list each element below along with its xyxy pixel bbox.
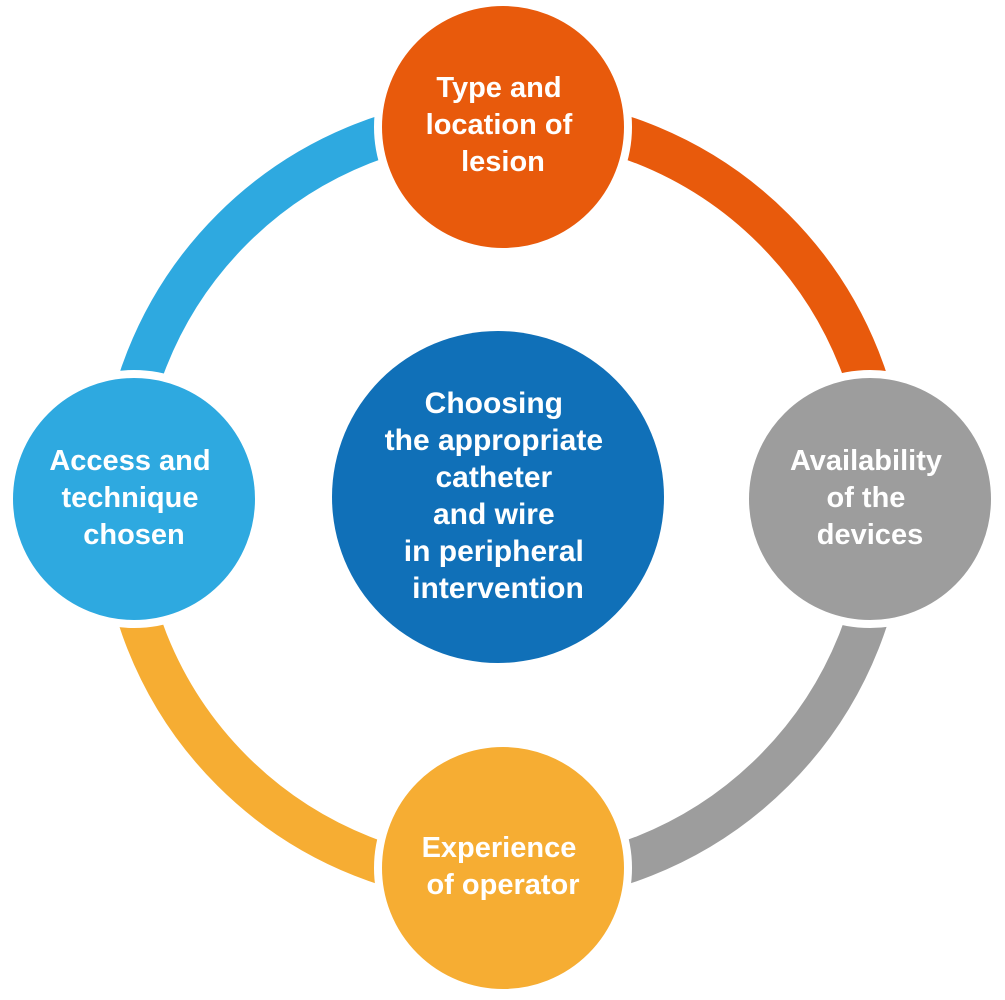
node-top-label: Type and location of lesion [426,72,581,178]
node-right-circle [741,370,999,628]
node-bottom: Experience of operator [374,739,632,997]
node-top-circle [374,0,632,256]
node-right-label-line: Availability [790,445,942,477]
node-bottom-circle [374,739,632,997]
node-bottom-label-line: Experience [422,832,577,864]
center-label-line: Choosing [425,387,563,420]
center-circle [332,331,664,663]
node-top-label-line: lesion [461,146,545,178]
node-left-label-line: Access and [49,445,210,477]
center-node: Choosing the appropriate catheter and wi… [332,331,664,663]
center-label-line: catheter [435,461,552,494]
center-label: Choosing the appropriate catheter and wi… [385,387,612,605]
node-left: Access and technique chosen [5,370,263,628]
node-bottom-label: Experience of operator [422,832,585,901]
node-right-label-line: of the [827,482,906,514]
center-label-line: the appropriate [385,424,603,457]
node-left-circle [5,370,263,628]
node-left-label-line: chosen [83,519,185,551]
node-right-label: Availability of the devices [790,445,950,551]
center-label-line: in peripheral [404,535,584,568]
node-bottom-label-line: of operator [426,869,579,901]
node-right-label-line: devices [817,519,923,551]
center-label-line: intervention [412,572,584,605]
center-label-line: and wire [433,498,555,531]
node-right: Availability of the devices [741,370,999,628]
node-top-label-line: Type and [436,72,561,104]
node-top-label-line: location of [426,109,573,141]
node-left-label-line: technique [61,482,198,514]
node-left-label: Access and technique chosen [49,445,218,551]
node-top: Type and location of lesion [374,0,632,256]
